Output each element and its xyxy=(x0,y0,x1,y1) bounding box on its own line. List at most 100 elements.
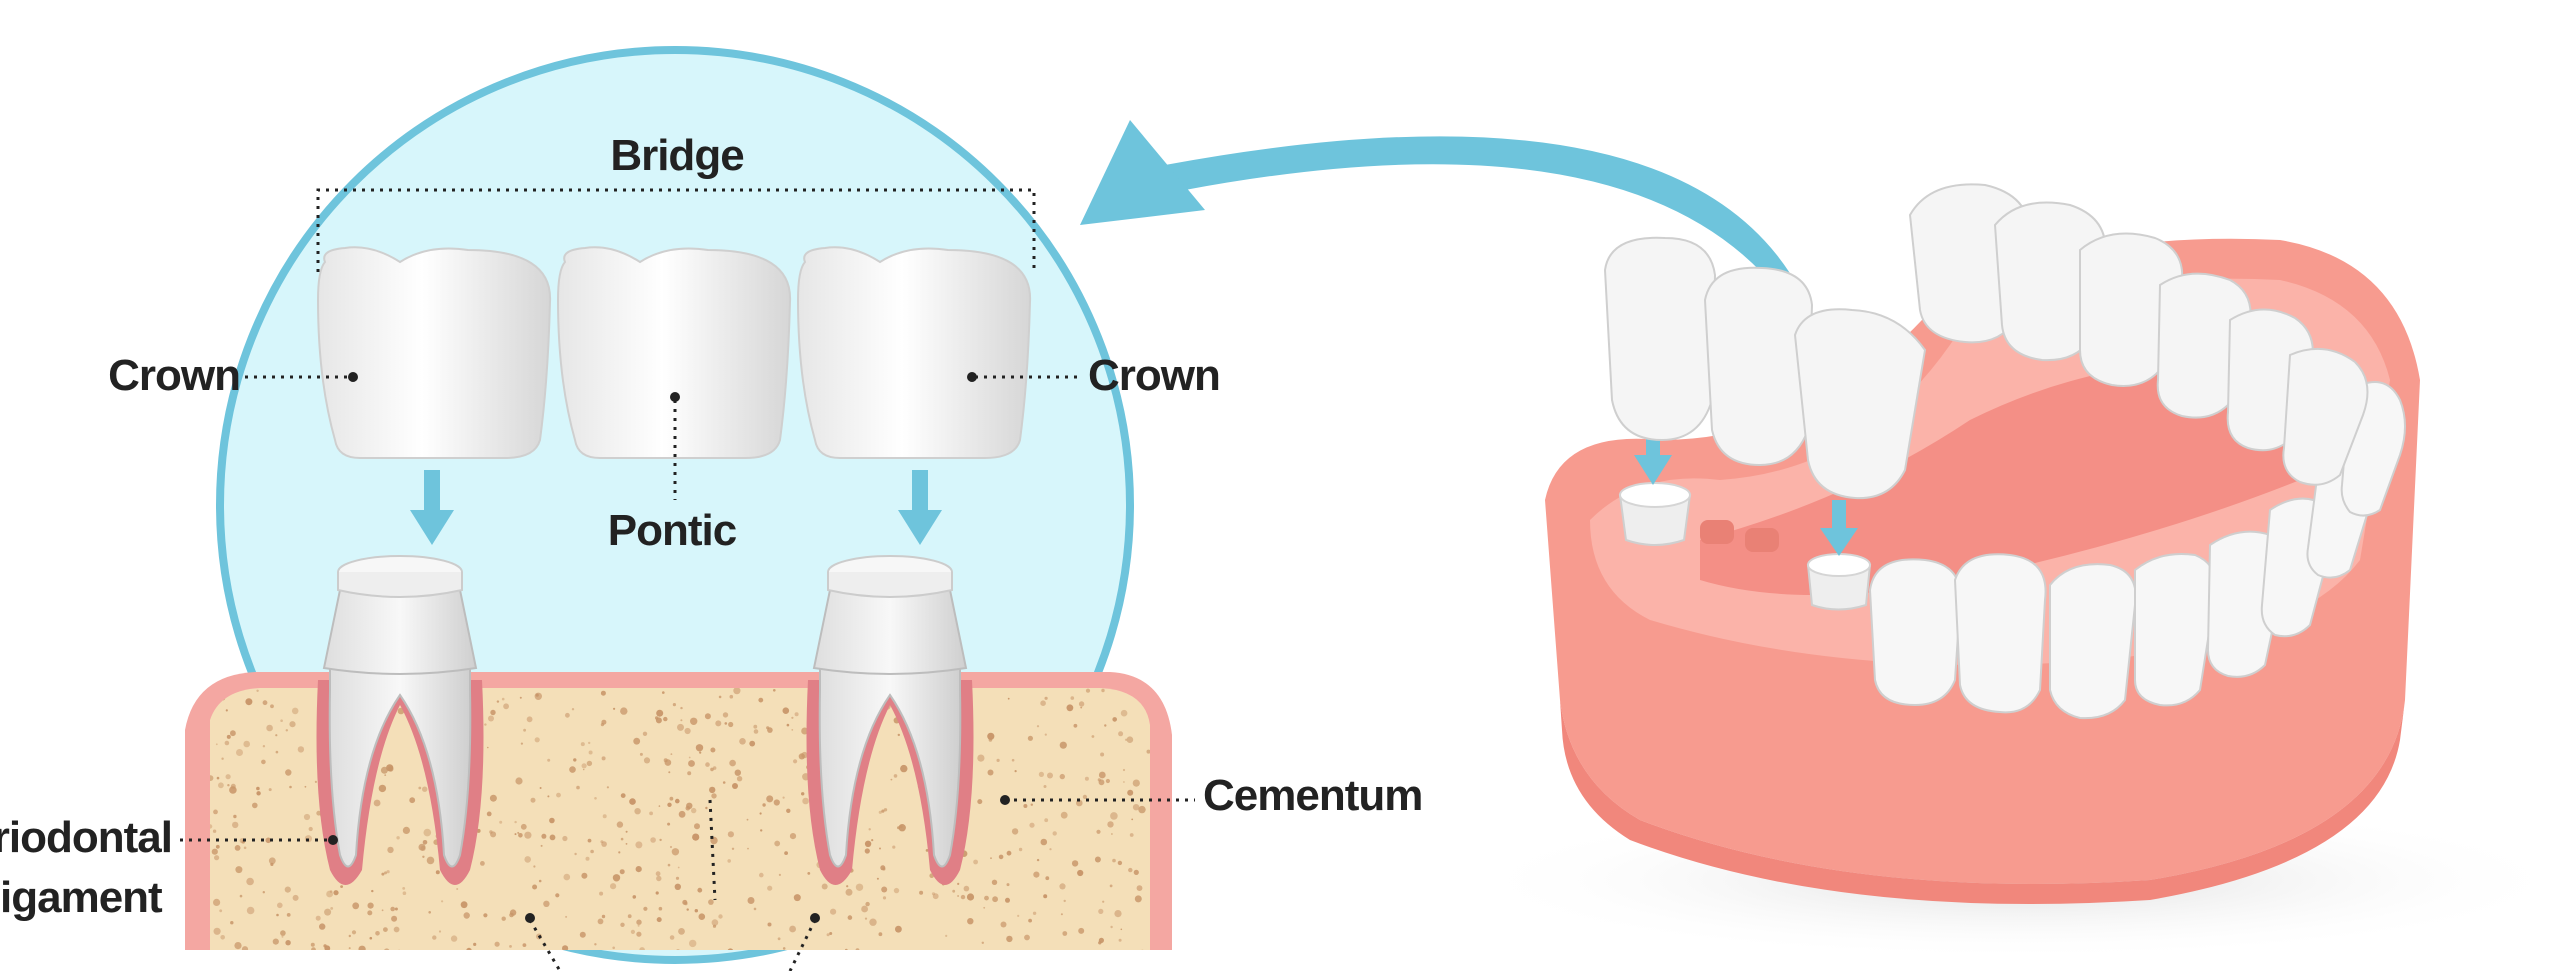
bone-speckle xyxy=(463,912,470,919)
bone-speckle xyxy=(747,847,749,850)
bone-speckle xyxy=(828,956,835,963)
bone-speckle xyxy=(466,947,472,950)
bone-speckle xyxy=(597,918,604,925)
bone-speckle xyxy=(733,688,741,695)
bone-speckle xyxy=(684,901,688,906)
bone-speckle xyxy=(1132,779,1140,787)
bone-speckle xyxy=(390,906,396,912)
bone-speckle xyxy=(243,740,250,748)
bone-speckle xyxy=(225,709,228,712)
bone-speckle xyxy=(464,954,470,960)
bone-speckle xyxy=(793,894,801,902)
bone-speckle xyxy=(1024,934,1030,941)
bone-speckle xyxy=(1043,785,1047,788)
bone-speckle xyxy=(277,902,283,909)
bone-speckle xyxy=(1042,954,1046,958)
bone-speckle xyxy=(1052,831,1057,836)
bone-speckle xyxy=(546,956,550,960)
bone-speckle xyxy=(488,715,494,722)
bone-speckle xyxy=(710,767,714,772)
bone-speckle xyxy=(1129,833,1134,837)
bone-speckle xyxy=(329,890,333,893)
bone-speckle xyxy=(802,797,809,805)
bone-speckle xyxy=(778,873,782,877)
bone-speckle xyxy=(1123,781,1125,783)
bone-speckle xyxy=(620,707,628,715)
bone-speckle xyxy=(786,723,790,727)
bone-speckle xyxy=(386,870,390,874)
bone-speckle xyxy=(672,703,677,707)
bone-speckle xyxy=(762,803,766,807)
bone-speckle xyxy=(541,833,547,839)
bone-speckle xyxy=(846,885,849,888)
bone-speckle xyxy=(625,830,628,833)
bone-speckle xyxy=(1146,749,1150,754)
bone-speckle xyxy=(892,845,896,849)
bone-speckle xyxy=(620,793,626,798)
bone-speckle xyxy=(635,841,643,849)
bone-speckle xyxy=(643,906,648,911)
bone-speckle xyxy=(612,874,621,882)
bone-speckle xyxy=(489,830,493,834)
bone-speckle xyxy=(782,707,790,714)
bone-speckle xyxy=(674,883,681,890)
bone-speckle xyxy=(460,957,462,959)
bridge-crowns xyxy=(316,246,1032,459)
bone-speckle xyxy=(562,945,569,950)
bone-speckle xyxy=(855,883,864,891)
bone-speckle xyxy=(1131,956,1138,963)
bone-speckle xyxy=(619,869,625,875)
bone-speckle xyxy=(720,965,725,970)
bone-speckle xyxy=(480,861,485,866)
bone-speckle xyxy=(381,872,385,876)
bone-speckle xyxy=(368,964,372,968)
bone-speckle xyxy=(610,883,617,890)
bone-speckle xyxy=(602,814,607,819)
bone-speckle xyxy=(523,728,526,732)
bone-speckle xyxy=(239,894,243,898)
bridge-label: Bridge xyxy=(610,131,743,180)
bone-speckle xyxy=(925,849,929,852)
bone-speckle xyxy=(983,906,986,909)
bone-speckle xyxy=(957,895,959,897)
bone-speckle xyxy=(684,727,691,735)
bone-speckle xyxy=(213,898,221,907)
bone-speckle xyxy=(899,825,903,829)
bone-speckle xyxy=(987,732,995,740)
bone-speckle xyxy=(311,947,316,950)
bone-speckle xyxy=(1011,828,1019,835)
bone-speckle xyxy=(876,877,879,880)
bone-speckle xyxy=(847,915,853,920)
bone-speckle xyxy=(688,756,691,759)
bone-speckle xyxy=(501,697,505,701)
bone-speckle xyxy=(580,742,585,747)
bone-speckle xyxy=(650,837,656,843)
bone-speckle xyxy=(899,950,901,952)
bone-speckle xyxy=(1014,770,1017,773)
bone-speckle xyxy=(569,766,576,773)
bone-speckle xyxy=(875,953,881,959)
bone-speckle xyxy=(722,712,729,718)
bone-speckle xyxy=(986,963,992,969)
bone-speckle xyxy=(952,889,956,893)
bone-speckle xyxy=(236,749,243,756)
bone-speckle xyxy=(581,872,588,879)
bone-speckle xyxy=(655,716,659,720)
crown-left-shape xyxy=(316,246,552,459)
bone-speckle xyxy=(226,734,231,739)
bone-speckle xyxy=(275,734,278,737)
bone-speckle xyxy=(991,879,998,885)
bone-speckle xyxy=(675,876,680,880)
bone-speckle xyxy=(285,729,288,732)
bone-speckle xyxy=(1036,858,1040,862)
bone-speckle xyxy=(496,700,500,703)
bone-speckle xyxy=(220,935,225,940)
bone-speckle xyxy=(1060,811,1068,819)
bone-speckle xyxy=(690,717,698,725)
bone-speckle xyxy=(422,953,426,957)
pontic-shape xyxy=(556,246,792,459)
bone-speckle xyxy=(698,913,706,920)
bone-speckle xyxy=(1128,867,1133,873)
bone-speckle xyxy=(213,809,218,815)
bone-speckle xyxy=(280,719,283,722)
